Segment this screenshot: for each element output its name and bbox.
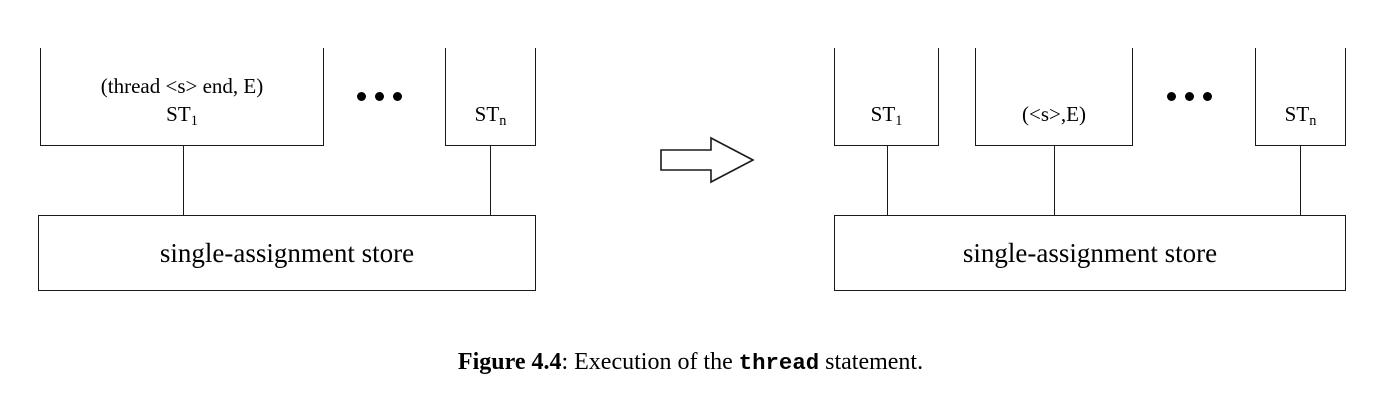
connector-new-thread-to-store-after: [1054, 146, 1055, 216]
stack-label-st1: ST1: [41, 102, 323, 130]
stack-label-stn-base: ST: [1284, 102, 1310, 127]
connector-stn-to-store-before: [490, 146, 491, 216]
stack-label-stn-base: ST: [474, 102, 500, 127]
single-assignment-store-before: single-assignment store: [38, 215, 536, 291]
arrow-outline: [660, 136, 755, 184]
connector-st1-to-store-after: [887, 146, 888, 216]
figure-caption-separator: :: [561, 349, 569, 375]
figure-caption-text-before: Execution of the: [574, 349, 733, 375]
stack-box-stn-before: STn: [445, 48, 536, 146]
figure-caption: Figure 4.4: Execution of the thread stat…: [0, 348, 1381, 377]
right-arrow-icon: [659, 136, 755, 189]
ellipsis-dot: [375, 92, 384, 101]
figure-caption-label: Figure 4.4: [457, 349, 562, 375]
figure-caption-code: thread: [738, 350, 820, 376]
ellipsis-dot: [357, 92, 366, 101]
stack-label-stn: STn: [446, 102, 535, 130]
single-assignment-store-after: single-assignment store: [834, 215, 1346, 291]
stack-entry-new-thread-base: (<s>,E): [1022, 102, 1086, 127]
stack-box-st1-before: (thread <s> end, E) ST1: [40, 48, 324, 146]
stack-entry-new-thread: (<s>,E): [976, 102, 1132, 129]
stack-box-st1-after: ST1: [834, 48, 939, 146]
ellipsis-dot: [1203, 92, 1212, 101]
ellipsis-dot: [393, 92, 402, 101]
stack-label-st1-subscript: 1: [895, 113, 903, 130]
stack-box-new-thread-after: (<s>,E): [975, 48, 1133, 146]
ellipsis-dot: [1185, 92, 1194, 101]
stack-label-st1-subscript: 1: [190, 113, 198, 130]
stack-label-st1: ST1: [835, 102, 938, 130]
stack-label-st1-base: ST: [166, 102, 191, 127]
connector-st1-to-store-before: [183, 146, 184, 216]
stack-box-stn-after: STn: [1255, 48, 1346, 146]
store-label: single-assignment store: [962, 237, 1218, 268]
horizontal-ellipsis-icon-after: [1167, 92, 1212, 101]
horizontal-ellipsis-icon-before: [357, 92, 402, 101]
stack-label-st1-base: ST: [870, 102, 896, 127]
stack-label-stn-subscript: n: [1309, 113, 1317, 130]
stack-label-stn: STn: [1256, 102, 1345, 130]
figure-caption-text-after: statement.: [825, 349, 924, 375]
connector-stn-to-store-after: [1300, 146, 1301, 216]
stack-label-stn-subscript: n: [499, 113, 507, 130]
ellipsis-dot: [1167, 92, 1176, 101]
store-label: single-assignment store: [159, 237, 415, 268]
stack-entry-thread-statement: (thread <s> end, E): [100, 74, 264, 99]
right-arrow-shape: [660, 136, 755, 184]
